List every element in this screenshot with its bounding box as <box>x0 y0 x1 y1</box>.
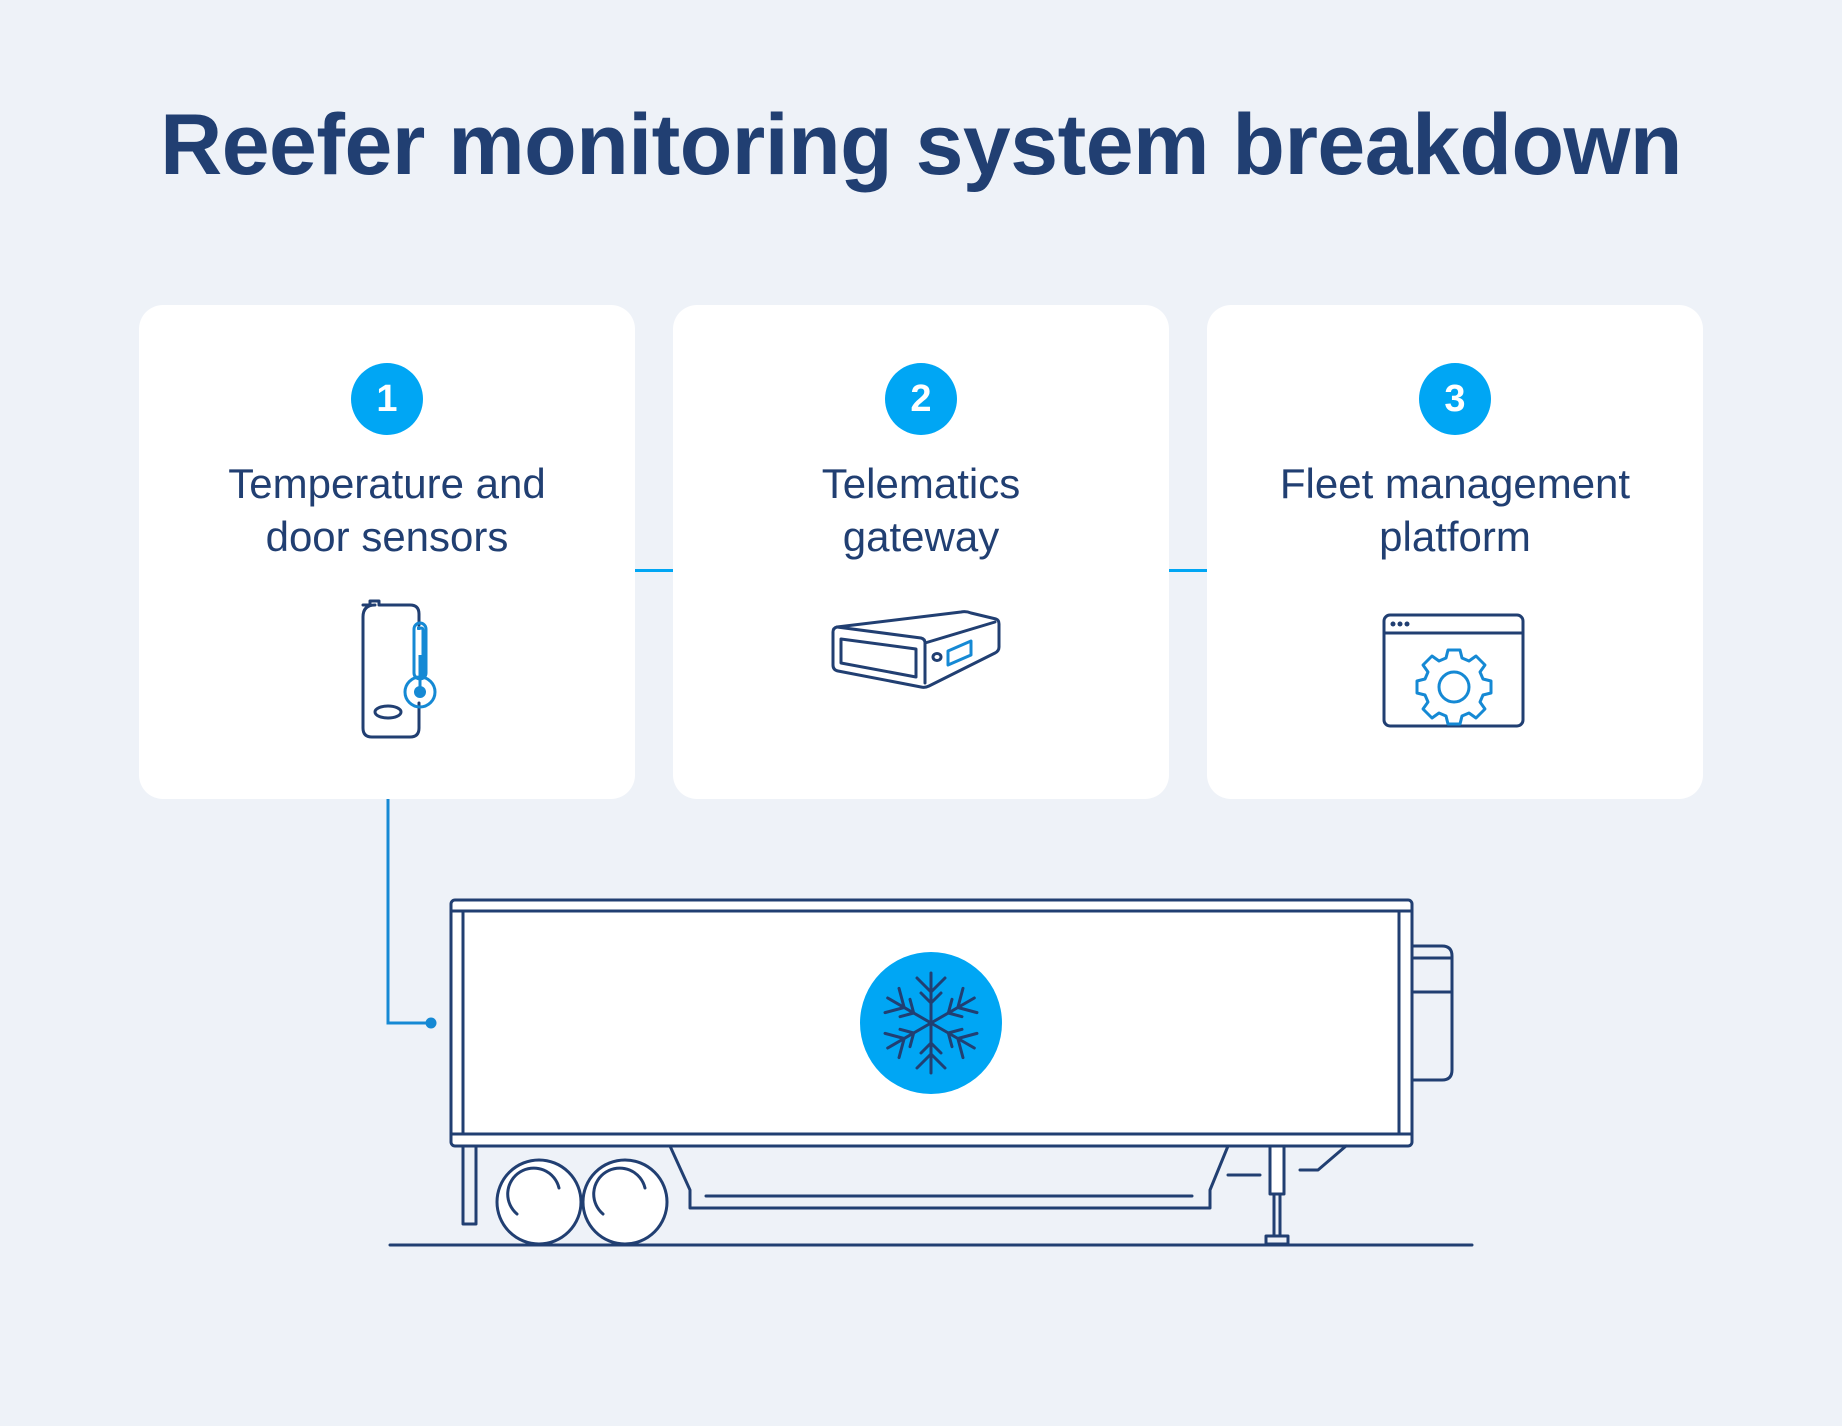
refrigeration-unit <box>1410 944 1454 1082</box>
step-label-line: door sensors <box>265 513 509 560</box>
connector-line <box>1169 569 1207 572</box>
step-card-telematics-gateway: 2 Telematics gateway <box>673 305 1169 799</box>
page-title: Reefer monitoring system breakdown <box>160 97 1682 193</box>
step-number-badge: 1 <box>351 363 423 435</box>
step-card-temperature-sensors: 1 Temperature and door sensors <box>139 305 635 799</box>
step-label: Fleet management platform <box>1247 457 1663 563</box>
landing-gear <box>1264 1144 1290 1246</box>
step-label-line: platform <box>1379 513 1531 560</box>
step-label-line: Temperature and <box>228 460 546 507</box>
step-card-fleet-platform: 3 Fleet management platform <box>1207 305 1703 799</box>
platform-gear-window-icon <box>1382 613 1525 728</box>
step-label: Telematics gateway <box>713 457 1129 563</box>
telematics-gateway-icon <box>831 610 1001 689</box>
snowflake-icon <box>860 952 1002 1094</box>
connector-line <box>635 569 673 572</box>
trailer-chassis <box>668 1144 1230 1210</box>
rear-wheels <box>495 1158 669 1246</box>
step-label-line: Telematics <box>821 460 1021 507</box>
step-label-line: gateway <box>842 513 1000 560</box>
sensor-link-line <box>386 799 430 1025</box>
sensor-link-dot <box>425 1017 437 1029</box>
temperature-sensor-icon <box>361 599 437 739</box>
step-label: Temperature and door sensors <box>179 457 595 563</box>
step-label-line: Fleet management <box>1279 460 1631 507</box>
step-number-badge: 2 <box>885 363 957 435</box>
step-number-badge: 3 <box>1419 363 1491 435</box>
